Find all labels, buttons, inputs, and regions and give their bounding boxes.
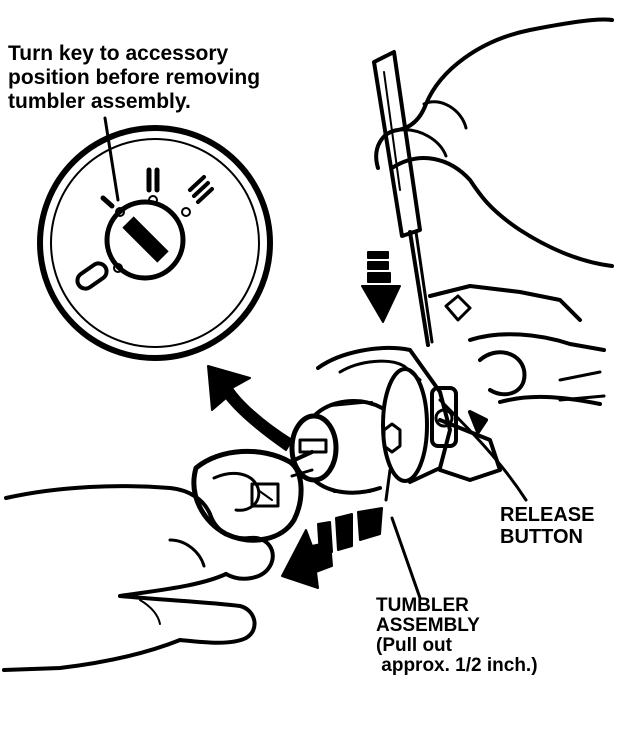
key [191,448,314,543]
lower-hand [2,484,275,672]
switch-face-outer-ring [37,125,273,361]
tumbler-label-line: (Pull out [376,635,452,656]
position-mark-iii-b [192,181,210,198]
position-dot-lock [113,263,123,273]
steering-column [428,284,606,482]
tumbler-label-line: ASSEMBLY [376,615,480,636]
tumbler-cylinder [289,399,384,495]
note-line: Turn key to accessory [8,42,229,65]
position-dot-start [181,207,191,217]
instruction-note: Turn key to accessory position before re… [8,42,260,114]
tumbler-housing [316,346,488,502]
tumbler-label-line: TUMBLER [376,595,469,616]
pull-out-arrow [281,507,383,589]
position-dot-on [148,195,158,205]
tumbler-label-line: approx. 1/2 inch.) [376,655,538,676]
release-leader-line [438,398,528,502]
position-dot-acc [115,207,125,217]
position-mark-iii-a [188,175,206,192]
key-slot-cylinder [104,199,186,281]
switch-face-inner-ring [50,138,260,348]
position-mark-i [100,195,115,209]
release-label-line: BUTTON [500,526,583,548]
tumbler-assembly-label: TUMBLER ASSEMBLY (Pull out approx. 1/2 i… [376,596,538,676]
note-line: tumbler assembly. [8,90,191,113]
push-down-arrow [361,251,401,323]
note-line: position before removing [8,66,261,89]
release-label-line: RELEASE [500,504,595,526]
key-slot [122,216,169,263]
rotate-arrow [207,365,293,451]
upper-hand [374,17,614,268]
release-button-label: RELEASE BUTTON [500,504,594,548]
position-mark-lock [75,261,109,291]
ignition-switch-face [37,125,273,361]
tumbler-leader-line [390,516,422,600]
note-leader-line [103,116,120,202]
position-mark-iii-c [196,187,214,204]
